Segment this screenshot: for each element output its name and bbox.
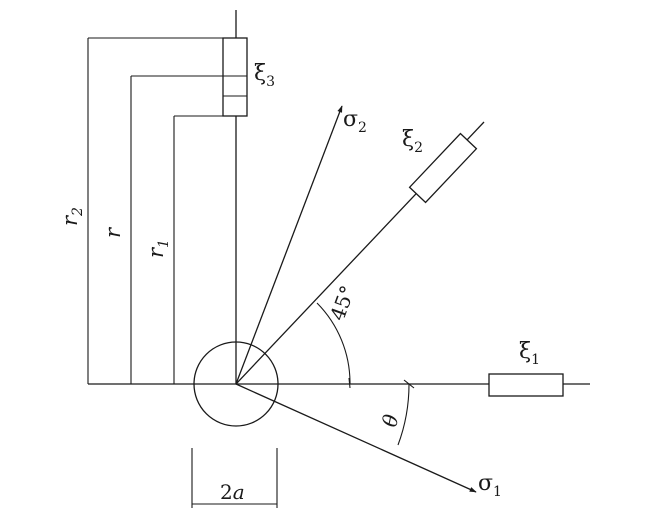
- gauge-xi2: [408, 132, 478, 204]
- angle-45-tick: [348, 377, 351, 389]
- gauge-xi3: [222, 37, 248, 117]
- label-xi1: ξ1: [519, 339, 540, 368]
- angle-theta-arc: [397, 383, 410, 446]
- sigma1-arrow: [235, 383, 477, 493]
- label-angle-45: 45°: [325, 282, 360, 324]
- label-xi3: ξ3: [254, 61, 275, 90]
- label-xi2: ξ2: [402, 127, 423, 156]
- label-r: r: [101, 226, 125, 238]
- hole-circle: [193, 341, 279, 427]
- label-r2: r2: [58, 207, 86, 226]
- angle-45-arc: [316, 302, 351, 385]
- label-sigma1: σ1: [478, 471, 502, 500]
- angle-theta-tick: [403, 379, 415, 389]
- label-diameter-2a: 2a: [220, 480, 245, 504]
- label-theta: θ: [377, 412, 403, 429]
- sigma2-arrow: [235, 105, 343, 385]
- label-r1: r1: [144, 239, 172, 258]
- gauge-xi1: [488, 373, 564, 397]
- label-sigma2: σ2: [343, 107, 367, 136]
